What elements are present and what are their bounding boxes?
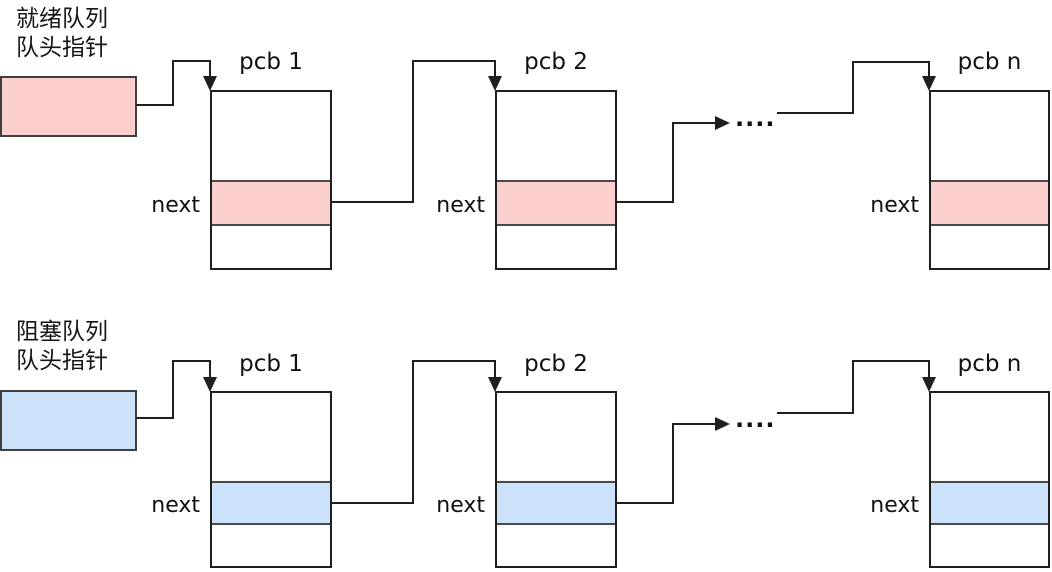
ellipsis-dots: .... (735, 104, 776, 132)
connector-segment (412, 60, 414, 203)
next-label: next (151, 193, 200, 218)
connector-segment (852, 61, 930, 63)
pcb-cell (212, 525, 330, 566)
connector-segment (172, 360, 174, 419)
pcb-box (495, 90, 617, 270)
pcb-title: pcb 2 (524, 351, 588, 377)
queue-head-pointer-box (0, 76, 137, 137)
arrowhead-down-icon (488, 76, 502, 91)
queue-name-text: 阻塞队列 (16, 319, 108, 345)
arrowhead-down-icon (922, 377, 936, 392)
pcb-cell (497, 226, 615, 268)
pcb-cell (212, 393, 330, 481)
pcb-title: pcb 1 (239, 49, 303, 75)
arrowhead-down-icon (203, 76, 217, 91)
pcb-box (495, 391, 617, 568)
queue-name-text: 就绪队列 (16, 6, 108, 32)
pcb-cell (931, 525, 1048, 566)
connector-segment (928, 360, 930, 378)
connector-segment (412, 60, 496, 62)
pcb-title: pcb n (957, 351, 1022, 377)
connector-segment (616, 201, 673, 203)
pcb-cell (931, 226, 1048, 268)
connector-segment (494, 360, 496, 378)
arrowhead-down-icon (203, 377, 217, 392)
pcb-box (210, 90, 332, 270)
queue-head-pointer-label: 就绪队列 队头指针 (16, 5, 108, 63)
pcb-next-band (497, 481, 615, 525)
pcb-box (210, 391, 332, 568)
connector-segment (172, 60, 174, 106)
arrowhead-right-icon (715, 417, 730, 431)
pcb-cell (212, 92, 330, 180)
connector-segment (672, 122, 716, 124)
connector-segment (672, 423, 716, 425)
connector-segment (209, 360, 211, 378)
connector-segment (852, 61, 854, 114)
connector-segment (616, 502, 673, 504)
connector-segment (672, 423, 674, 504)
connector-segment (852, 360, 930, 362)
pcb-next-band (497, 180, 615, 226)
next-label: next (436, 493, 485, 518)
next-label: next (870, 493, 919, 518)
connector-segment (672, 122, 674, 203)
pcb-box (929, 90, 1050, 270)
head-pointer-text: 队头指针 (16, 348, 108, 374)
connector-segment (412, 360, 414, 504)
pcb-next-band (931, 180, 1048, 226)
connector-segment (928, 61, 930, 79)
pcb-cell (931, 92, 1048, 180)
pcb-title: pcb n (957, 49, 1022, 75)
pcb-title: pcb 2 (524, 49, 588, 75)
pcb-next-band (931, 481, 1048, 525)
pcb-cell (497, 393, 615, 481)
connector-segment (172, 60, 211, 62)
pcb-cell (212, 226, 330, 268)
head-pointer-text: 队头指针 (16, 35, 108, 61)
connector-segment (777, 412, 853, 414)
next-label: next (436, 193, 485, 218)
connector-segment (777, 112, 853, 114)
arrowhead-down-icon (922, 76, 936, 91)
pcb-next-band (212, 180, 330, 226)
queue-head-pointer-label: 阻塞队列 队头指针 (16, 318, 108, 376)
connector-segment (412, 360, 496, 362)
pcb-box (929, 391, 1050, 568)
arrowhead-right-icon (715, 116, 730, 130)
next-label: next (870, 193, 919, 218)
connector-segment (136, 417, 174, 419)
connector-segment (209, 60, 211, 78)
pcb-next-band (212, 481, 330, 525)
pcb-title: pcb 1 (239, 351, 303, 377)
connector-segment (172, 360, 211, 362)
connector-segment (494, 60, 496, 78)
pcb-cell (497, 92, 615, 180)
connector-segment (136, 104, 174, 106)
connector-segment (330, 201, 413, 203)
arrowhead-down-icon (488, 377, 502, 392)
pcb-cell (931, 393, 1048, 481)
queue-head-pointer-box (0, 390, 137, 451)
connector-segment (852, 360, 854, 414)
next-label: next (151, 493, 200, 518)
ellipsis-dots: .... (735, 405, 776, 433)
connector-segment (330, 502, 413, 504)
pcb-cell (497, 525, 615, 566)
